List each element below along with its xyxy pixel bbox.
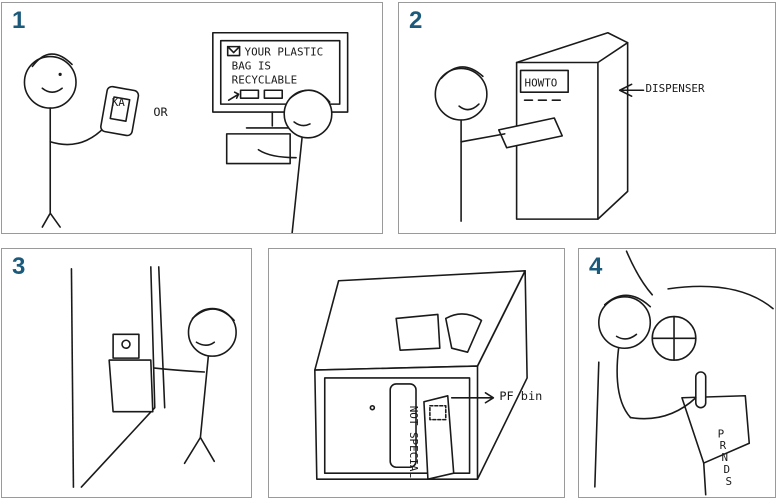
car-interior: P R N D S <box>594 250 774 496</box>
dispenser-label: HOWTO <box>525 76 558 89</box>
phone-label: KA <box>112 96 126 109</box>
panel-1: 1 KA OR YOUR PLASTIC BAG IS RECYCLABLE <box>1 2 383 234</box>
screen-text-line-2: BAG IS <box>232 59 271 72</box>
panel-number: 4 <box>589 253 603 280</box>
panel-bin-sketch: NOT SPECIAL PF bin <box>314 270 542 480</box>
gear-d: D <box>724 463 731 476</box>
panel-3-sketch <box>70 266 237 488</box>
gear-s: S <box>726 475 733 488</box>
panel-4-sketch: P R N D S <box>594 250 774 496</box>
dispenser-arrow <box>618 83 645 97</box>
monitor: YOUR PLASTIC BAG IS RECYCLABLE <box>212 31 349 165</box>
bag-label: NOT SPECIAL <box>407 406 420 479</box>
panel-2-sketch: HOWTO DISPENSER <box>434 31 705 222</box>
wall-dispenser-box <box>108 333 154 413</box>
screen-text-line-1: YOUR PLASTIC <box>245 46 324 59</box>
dispenser: HOWTO <box>497 31 629 220</box>
person-with-phone <box>23 53 107 228</box>
wall-and-door <box>70 266 166 488</box>
phone: KA <box>100 85 140 137</box>
person-at-computer <box>257 89 333 233</box>
recycling-bin: NOT SPECIAL <box>314 270 528 480</box>
gear-n: N <box>722 451 729 464</box>
or-label: OR <box>153 105 168 119</box>
panel-number: 2 <box>409 7 423 34</box>
panel-number: 3 <box>12 253 26 280</box>
panel-3: 3 <box>1 248 252 498</box>
person <box>153 307 237 465</box>
panel-number: 1 <box>12 7 26 34</box>
gear-p: P <box>718 427 725 440</box>
panel-1-sketch: KA OR YOUR PLASTIC BAG IS RECYCLABLE <box>23 31 349 233</box>
panel-2: 2 HOWTO DISPENSER <box>398 2 776 234</box>
driver <box>598 294 697 420</box>
bin-label: PF bin <box>499 389 542 403</box>
person <box>434 66 506 222</box>
panel-4: 4 P R N D S <box>578 248 776 498</box>
dispenser-side-label: DISPENSER <box>645 82 704 95</box>
gear-r: R <box>720 439 727 452</box>
screen-text-line-3: RECYCLABLE <box>232 73 298 86</box>
bin-arrow <box>450 392 495 404</box>
panel-bin: NOT SPECIAL PF bin <box>268 248 565 498</box>
